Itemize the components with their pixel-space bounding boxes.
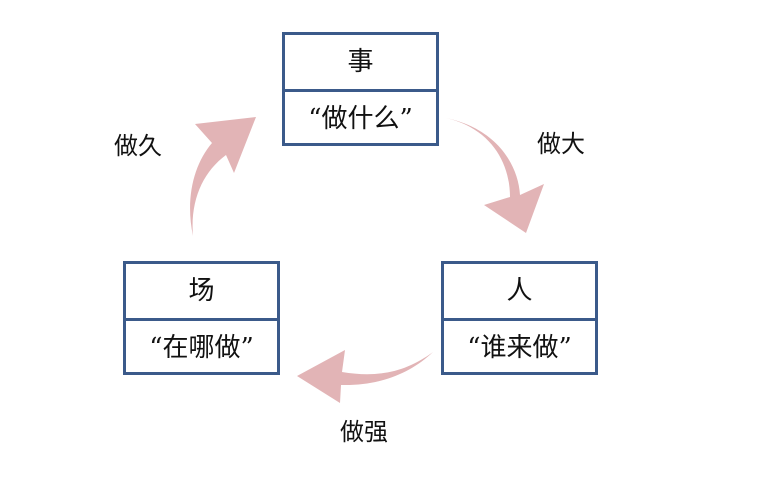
node-shi-title: 事	[285, 35, 436, 92]
node-ren-subtitle: “谁来做”	[467, 333, 572, 363]
node-chang: 场 “在哪做”	[123, 261, 280, 375]
node-ren: 人 “谁来做”	[441, 261, 598, 375]
node-ren-title: 人	[444, 264, 595, 321]
edge-label-shi-to-ren: 做大	[537, 130, 585, 158]
arrow-shi-to-ren	[446, 118, 544, 233]
node-chang-title: 场	[126, 264, 277, 321]
node-chang-subtitle: “在哪做”	[149, 333, 254, 363]
arrow-chang-to-shi	[190, 117, 256, 236]
arrow-ren-to-chang	[297, 350, 433, 403]
node-shi: 事 “做什么”	[282, 32, 439, 146]
edge-label-chang-to-shi: 做久	[114, 132, 162, 160]
node-shi-subtitle: “做什么”	[308, 104, 413, 134]
edge-label-ren-to-chang: 做强	[340, 418, 388, 446]
